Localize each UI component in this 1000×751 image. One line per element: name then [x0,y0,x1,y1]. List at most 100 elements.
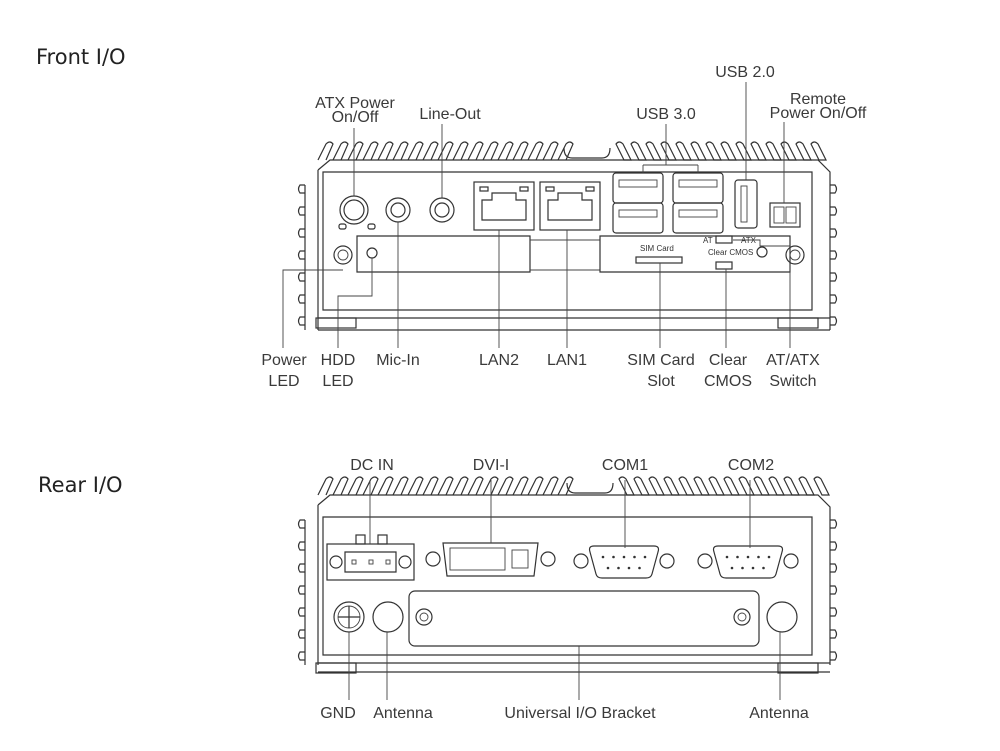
heatsink-fin [482,141,499,161]
heatsink-fin [765,141,782,161]
side-rib [297,206,305,216]
side-rib [297,228,305,238]
com-pin [601,555,605,559]
front-io-title: Front I/O [36,45,126,69]
heatsink-fin [542,476,559,496]
side-rib [830,184,838,194]
label-usb20: USB 2.0 [715,64,775,81]
heatsink-fin [813,476,830,496]
heatsink-fin [705,141,722,161]
heatsink-fin [497,141,514,161]
label-dc-in: DC IN [350,457,394,474]
atx-text: ATX [741,236,757,245]
heatsink-fin [527,141,544,161]
side-rib [830,563,838,573]
com-pin [736,555,739,559]
side-rib [297,563,305,573]
side-rib [297,184,305,194]
clear-cmos-jumper [715,261,733,270]
heatsink-fin [690,141,707,161]
heatsink-fin [720,141,737,161]
com-pin [767,555,771,559]
com2-port [697,545,799,579]
heatsink-fin [618,476,635,496]
heatsink-fin [407,141,424,161]
side-rib [830,519,838,529]
label-lan1: LAN1 [546,352,588,369]
label-mic-in: Mic-In [376,352,420,369]
label-sim-slot-line2: Slot [647,373,675,390]
com-pin [741,566,744,570]
antenna-left [372,601,404,633]
heatsink-fin [497,476,514,496]
label-antenna-left: Antenna [373,705,433,722]
com-pin [643,555,647,559]
heatsink-fin [482,476,499,496]
remote-power-connector [769,202,801,228]
heatsink-fin [317,476,334,496]
label-remote-power-line1: Remote [789,91,847,108]
com-pin [757,555,760,559]
heatsink-fin [392,476,409,496]
front-lower-cover [356,235,531,273]
heatsink-fin [615,141,632,161]
heatsink-fin [693,476,710,496]
heatsink-fin [512,141,529,161]
label-lan2: LAN2 [478,352,520,369]
heatsink-fin [332,141,349,161]
label-dvi-i: DVI-I [472,457,510,474]
heatsink-fin [753,476,770,496]
heatsink-fin [437,141,454,161]
heatsink-fin [332,476,349,496]
heatsink-fin [362,141,379,161]
lan1-port [539,181,601,231]
side-rib [830,250,838,260]
side-rib [830,272,838,282]
at-atx-switch [715,235,733,244]
lan2-port [473,181,535,231]
antenna-right [766,601,798,633]
side-rib [297,629,305,639]
heatsink-fin [377,476,394,496]
heatsink-fin [783,476,800,496]
rear-foot-right [777,662,819,674]
side-rib [830,541,838,551]
heatsink-fin [422,476,439,496]
side-rib [830,316,838,326]
side-rib [297,272,305,282]
side-rib [830,629,838,639]
label-com1: COM1 [601,457,649,474]
com-pin [633,555,636,559]
com-pin [622,555,626,559]
label-hdd-led: HDD LED [321,352,356,391]
heatsink-fin [557,141,574,161]
label-remote-power: Remote Power On/Off [770,91,867,123]
heatsink-fin [407,476,424,496]
label-atx-power: ATX Power On/Off [315,95,395,127]
heatsink-fin [347,476,364,496]
front-foot-left [315,317,357,329]
heatsink-fin [452,476,469,496]
com-pin [762,566,765,570]
gnd-screw [333,601,365,633]
heatsink-fin [467,141,484,161]
label-at-atx-switch-line2: Switch [769,373,817,390]
com-pin [617,566,620,570]
side-rib [297,607,305,617]
label-power-led-line1: Power [261,352,307,369]
heatsink-fin [750,141,767,161]
sim-card-slot [635,256,683,264]
heatsink-fin [675,141,692,161]
heatsink-fin [645,141,662,161]
heatsink-fin [422,141,439,161]
heatsink-fin [377,141,394,161]
front-heatsink-fins [317,141,827,161]
at-text: AT [703,236,713,245]
heatsink-fin [467,476,484,496]
label-power-led: Power LED [261,352,306,391]
com-pin [751,566,755,570]
label-remote-power-line2: Power On/Off [769,105,867,122]
rear-foot-left [315,662,357,674]
label-line-out: Line-Out [419,106,481,123]
